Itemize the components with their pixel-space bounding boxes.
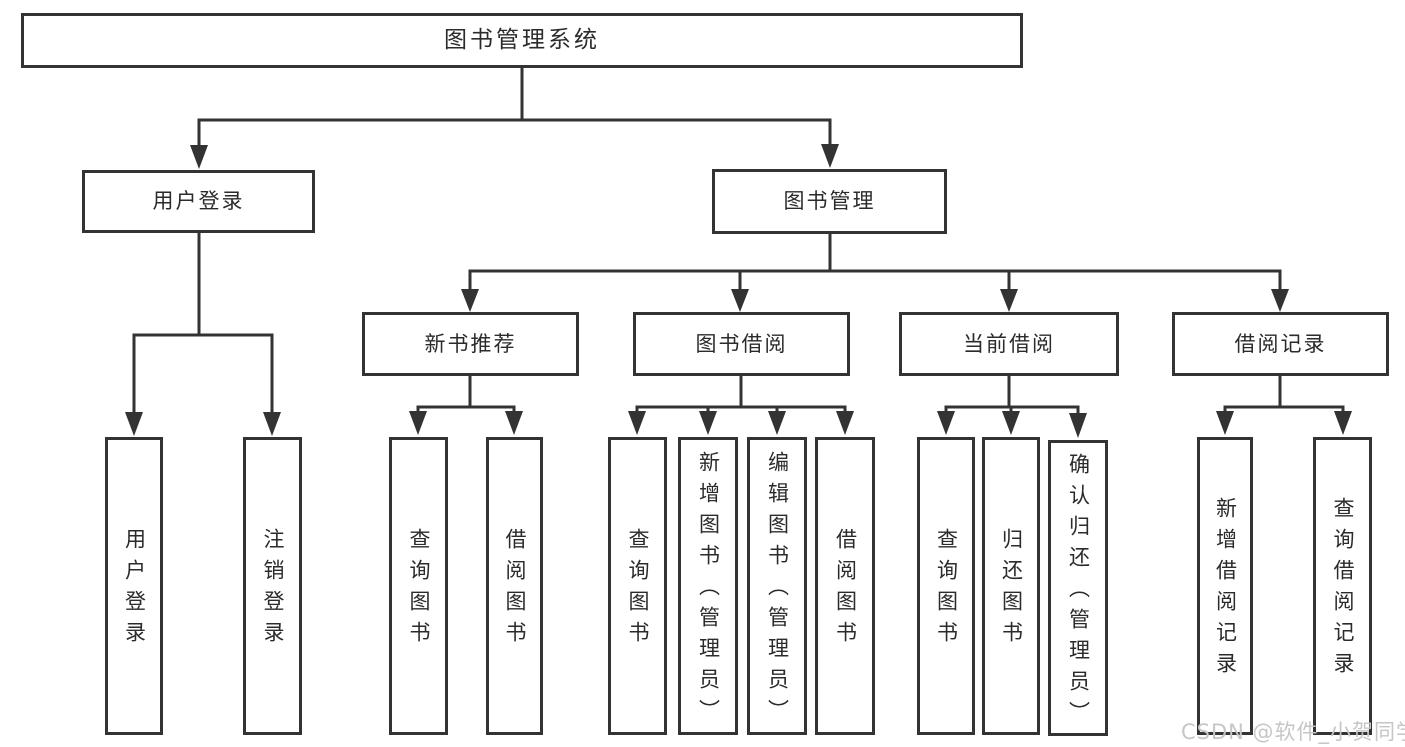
node-user-login: 用户登录 bbox=[82, 170, 315, 233]
node-label: 归还图书 bbox=[999, 528, 1024, 652]
node-leaf-borrow-books-recommend: 借阅图书 bbox=[486, 437, 543, 735]
node-root: 图书管理系统 bbox=[21, 13, 1023, 68]
node-label: 图书管理 bbox=[783, 189, 876, 213]
node-leaf-query-books-current: 查询图书 bbox=[917, 437, 975, 735]
node-leaf-logout: 注销登录 bbox=[243, 437, 302, 735]
node-label: 新增图书（管理员） bbox=[696, 450, 721, 730]
connector-user-login-children bbox=[125, 233, 281, 436]
node-label: 新书推荐 bbox=[424, 331, 517, 356]
node-leaf-query-books-borrow: 查询图书 bbox=[608, 437, 667, 735]
node-label: 查询图书 bbox=[626, 528, 650, 652]
node-label: 图书借阅 bbox=[695, 331, 788, 356]
node-label: 新增借阅记录 bbox=[1213, 497, 1238, 683]
connector-root-to-level2 bbox=[190, 68, 839, 169]
node-label: 查询借阅记录 bbox=[1331, 497, 1355, 683]
node-label: 借阅图书 bbox=[503, 528, 527, 652]
node-leaf-confirm-return-admin: 确认归还（管理员） bbox=[1048, 440, 1108, 736]
node-leaf-query-books-recommend: 查询图书 bbox=[389, 437, 448, 735]
node-label: 图书管理系统 bbox=[444, 27, 600, 53]
connector-book-borrow-children bbox=[628, 376, 854, 435]
node-leaf-query-borrow-record: 查询借阅记录 bbox=[1313, 437, 1372, 735]
node-label: 查询图书 bbox=[934, 528, 959, 652]
connector-new-book-children bbox=[409, 376, 523, 435]
connector-borrow-records-children bbox=[1216, 376, 1352, 435]
node-current-borrow: 当前借阅 bbox=[899, 312, 1119, 376]
node-book-management: 图书管理 bbox=[712, 169, 947, 234]
node-label: 查询图书 bbox=[407, 528, 431, 652]
connector-book-management-children bbox=[461, 234, 1289, 312]
node-leaf-borrow-books: 借阅图书 bbox=[815, 437, 875, 735]
node-label: 借阅图书 bbox=[833, 528, 858, 652]
node-label: 当前借阅 bbox=[963, 331, 1055, 356]
csdn-watermark: CSDN @软件_小贺同学 bbox=[1181, 720, 1405, 744]
node-book-borrow: 图书借阅 bbox=[633, 312, 850, 376]
node-label: 确认归还（管理员） bbox=[1066, 452, 1091, 732]
node-label: 借阅记录 bbox=[1234, 331, 1327, 356]
connector-current-borrow-children bbox=[937, 376, 1087, 438]
node-leaf-add-borrow-record: 新增借阅记录 bbox=[1197, 437, 1253, 735]
node-label: 用户登录 bbox=[122, 528, 147, 652]
node-leaf-user-login: 用户登录 bbox=[105, 437, 163, 735]
node-label: 注销登录 bbox=[261, 528, 285, 652]
node-leaf-edit-books-admin: 编辑图书（管理员） bbox=[747, 437, 807, 735]
node-label: 用户登录 bbox=[152, 189, 245, 213]
node-new-book-recommend: 新书推荐 bbox=[362, 312, 579, 376]
node-leaf-return-books: 归还图书 bbox=[982, 437, 1040, 735]
node-borrow-records: 借阅记录 bbox=[1172, 312, 1389, 376]
node-leaf-add-books-admin: 新增图书（管理员） bbox=[678, 437, 738, 735]
node-label: 编辑图书（管理员） bbox=[765, 450, 790, 730]
